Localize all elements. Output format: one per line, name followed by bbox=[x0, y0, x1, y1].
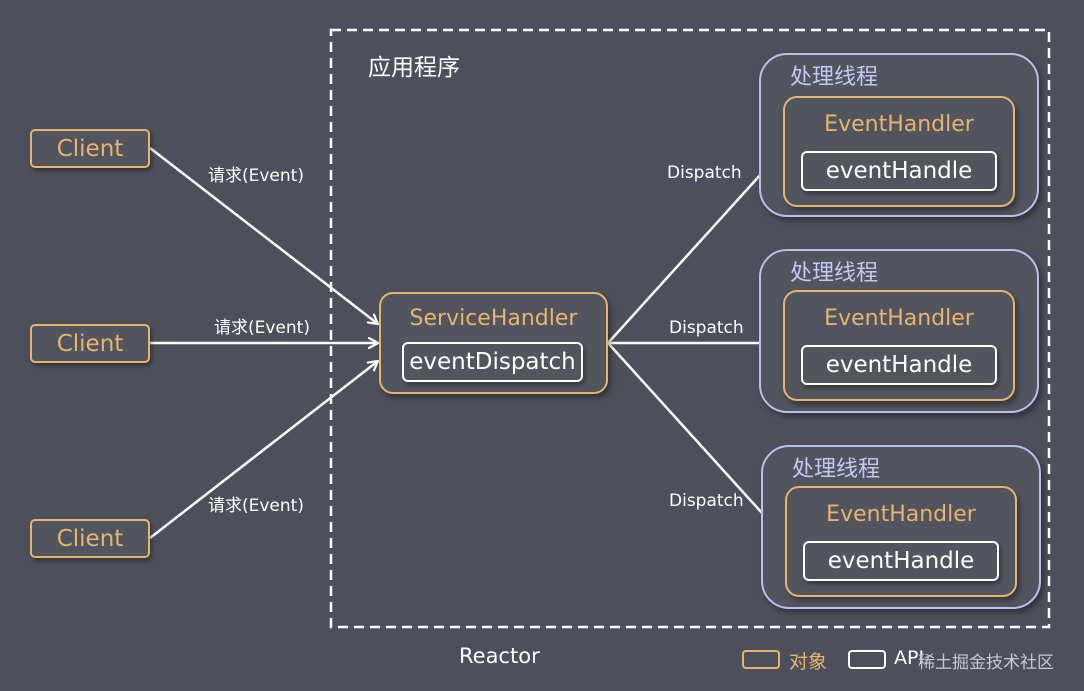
request-label-3: 请求(Event) bbox=[208, 496, 304, 516]
thread-node-2: 处理线程 EventHandler eventHandle bbox=[759, 249, 1039, 413]
event-handler-title-3: EventHandler bbox=[826, 502, 976, 527]
dispatch-label-1: Dispatch bbox=[667, 163, 742, 183]
event-handle-api-1: eventHandle bbox=[801, 151, 997, 191]
service-handler-title: ServiceHandler bbox=[409, 306, 578, 331]
request-edge-1 bbox=[149, 147, 378, 324]
event-handler-title-1: EventHandler bbox=[824, 112, 974, 137]
event-handler-node-3: EventHandler eventHandle bbox=[785, 486, 1017, 597]
thread-node-1: 处理线程 EventHandler eventHandle bbox=[759, 53, 1039, 217]
request-label-1: 请求(Event) bbox=[208, 166, 304, 186]
service-handler-node: ServiceHandler eventDispatch bbox=[379, 292, 608, 394]
request-edge-3 bbox=[149, 361, 378, 539]
client-node-3: Client bbox=[30, 519, 150, 558]
legend: 对象 API 稀土掘金技术社区 bbox=[742, 646, 1082, 680]
event-handle-api-2: eventHandle bbox=[801, 345, 997, 385]
client-node-2: Client bbox=[30, 324, 150, 363]
thread-title-3: 处理线程 bbox=[792, 457, 881, 482]
thread-title-2: 处理线程 bbox=[790, 261, 879, 286]
legend-api-swatch bbox=[848, 650, 886, 669]
thread-node-3: 处理线程 EventHandler eventHandle bbox=[761, 445, 1041, 609]
request-label-2: 请求(Event) bbox=[214, 318, 310, 338]
dispatch-edge-1 bbox=[607, 152, 781, 344]
reactor-boundary bbox=[329, 28, 1051, 629]
reactor-label: Reactor bbox=[459, 644, 540, 668]
application-label: 应用程序 bbox=[368, 55, 460, 81]
legend-object-label: 对象 bbox=[789, 651, 828, 673]
event-handle-api-3: eventHandle bbox=[803, 541, 999, 581]
thread-title-1: 处理线程 bbox=[790, 65, 879, 90]
legend-object-swatch bbox=[742, 650, 780, 669]
event-dispatch-api: eventDispatch bbox=[402, 342, 583, 382]
dispatch-label-3: Dispatch bbox=[669, 491, 744, 511]
dispatch-label-2: Dispatch bbox=[669, 318, 744, 338]
dispatch-edge-3 bbox=[607, 342, 781, 534]
watermark: 稀土掘金技术社区 bbox=[918, 653, 1054, 673]
event-handler-node-1: EventHandler eventHandle bbox=[783, 96, 1015, 207]
event-handler-node-2: EventHandler eventHandle bbox=[783, 290, 1015, 401]
client-node-1: Client bbox=[30, 129, 150, 168]
event-handler-title-2: EventHandler bbox=[824, 306, 974, 331]
legend-api-label: API bbox=[894, 647, 925, 669]
